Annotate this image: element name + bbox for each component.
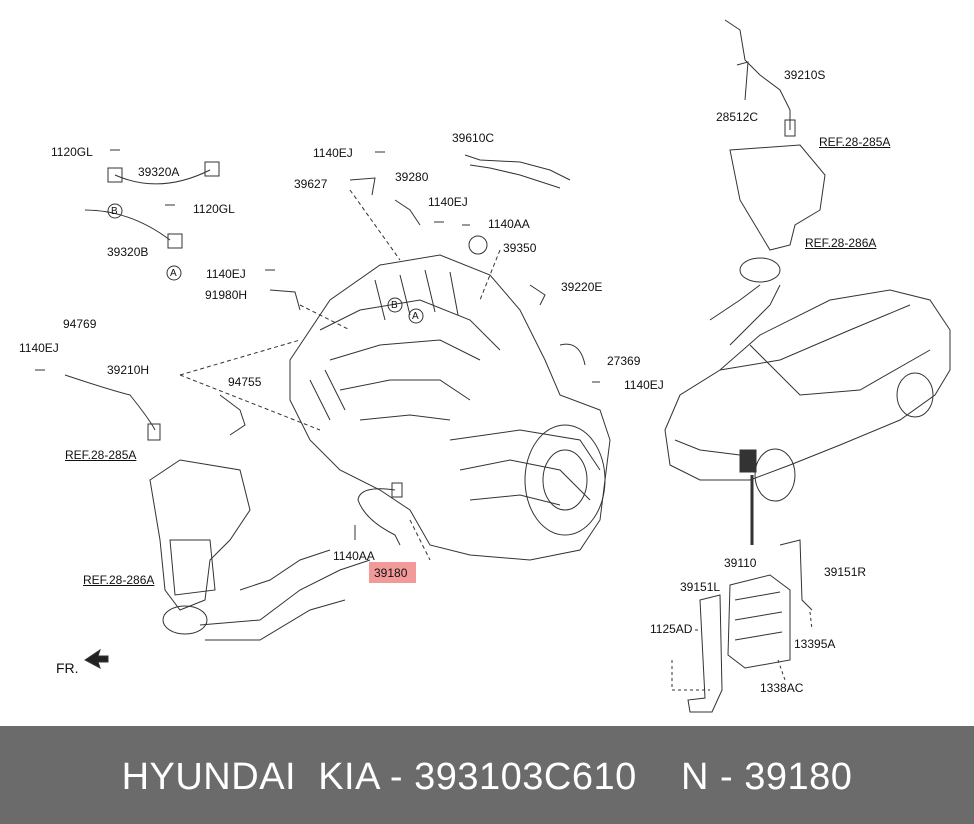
ecu-39110 bbox=[727, 574, 791, 669]
footer-bar: HYUNDAI KIA - 393103C610 N - 39180 bbox=[0, 726, 974, 824]
label-94769: 94769 bbox=[63, 317, 97, 331]
label-ref-28-286a-left: REF.28-286A bbox=[83, 573, 155, 587]
label-39210s: 39210S bbox=[784, 68, 826, 82]
label-91980h: 91980H bbox=[205, 288, 248, 302]
label-ref-28-285a-left: REF.28-285A bbox=[65, 448, 137, 462]
engine-outline bbox=[289, 254, 611, 561]
sensor-39210h bbox=[64, 374, 156, 431]
diagram-drawing bbox=[35, 19, 951, 713]
label-1140aa-top: 1140AA bbox=[488, 217, 530, 231]
label-1140ej-b: 1140EJ bbox=[428, 195, 468, 209]
exhaust-manifold-right bbox=[729, 144, 826, 251]
label-1338ac: 1338AC bbox=[760, 681, 804, 695]
label-39320b: 39320B bbox=[107, 245, 149, 259]
label-39610c: 39610C bbox=[452, 131, 495, 145]
label-39627: 39627 bbox=[294, 177, 328, 191]
label-39320a: 39320A bbox=[138, 165, 180, 179]
footer-part-number: HYUNDAI KIA - 393103C610 N - 39180 bbox=[121, 756, 853, 798]
bracket-39151r bbox=[779, 539, 813, 611]
label-circle-b: B bbox=[111, 206, 118, 217]
label-94755: 94755 bbox=[228, 375, 262, 389]
bracket-39151l bbox=[687, 594, 723, 713]
label-1140ej-d: 1140EJ bbox=[19, 341, 59, 355]
highlight-39180 bbox=[369, 562, 416, 583]
sensor-39320a bbox=[114, 169, 211, 185]
fr-arrow-shape bbox=[84, 648, 109, 670]
label-1140ej-c: 1140EJ bbox=[206, 267, 246, 281]
label-39350: 39350 bbox=[503, 241, 537, 255]
label-ref-28-286a-right: REF.28-286A bbox=[805, 236, 877, 250]
label-fr: FR. bbox=[56, 660, 79, 676]
label-13395a: 13395A bbox=[794, 637, 836, 651]
label-engine-b: B bbox=[391, 300, 398, 311]
label-39151l: 39151L bbox=[680, 580, 721, 594]
label-1140ej-top: 1140EJ bbox=[313, 146, 353, 160]
exhaust-manifold-left bbox=[149, 459, 251, 611]
parts-diagram: 1120GL 39320A 1120GL 39320B B A B A 1140… bbox=[19, 19, 951, 713]
car-body bbox=[664, 289, 951, 481]
label-27369: 27369 bbox=[607, 354, 641, 368]
label-1120gl-b: 1120GL bbox=[193, 202, 235, 216]
sensor-39320b bbox=[84, 209, 171, 241]
label-circle-a: A bbox=[170, 268, 177, 279]
label-39110: 39110 bbox=[724, 556, 757, 570]
sensor-39210s bbox=[724, 19, 791, 130]
label-1140aa-bottom: 1140AA bbox=[333, 549, 375, 563]
label-engine-a: A bbox=[412, 311, 419, 322]
label-39210h: 39210H bbox=[107, 363, 150, 377]
label-1140ej-e: 1140EJ bbox=[624, 378, 664, 392]
label-28512c: 28512C bbox=[716, 110, 759, 124]
label-39180: 39180 bbox=[374, 566, 408, 580]
label-39220e: 39220E bbox=[561, 280, 603, 294]
label-1125ad: 1125AD bbox=[650, 622, 693, 636]
label-1120gl-a: 1120GL bbox=[51, 145, 93, 159]
label-ref-28-285a-right: REF.28-285A bbox=[819, 135, 891, 149]
sensor-39180 bbox=[357, 488, 401, 546]
label-39280: 39280 bbox=[395, 170, 429, 184]
label-39151r: 39151R bbox=[824, 565, 867, 579]
